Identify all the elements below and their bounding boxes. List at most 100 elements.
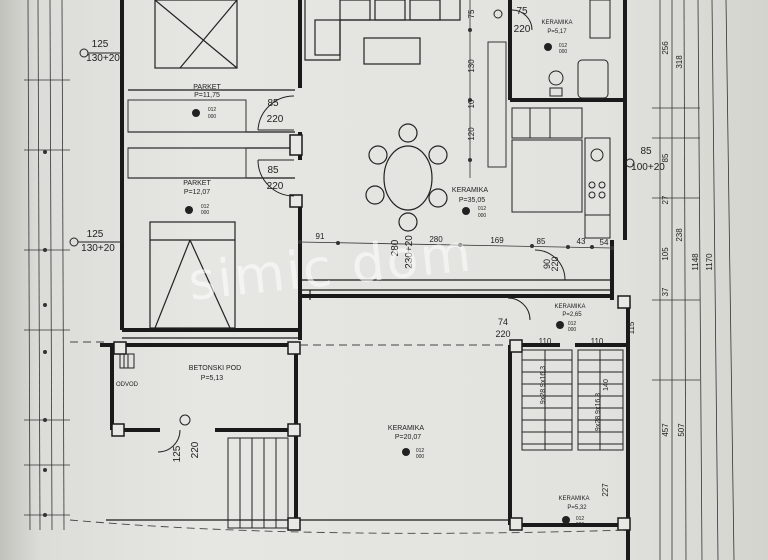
window4-height: 220 (190, 441, 201, 458)
right-dimension-lines (652, 0, 735, 560)
dim-stair-1: 110 (539, 337, 552, 346)
dim-r-13: 227 (601, 483, 610, 497)
bedroom2-area: P=12,07 (184, 189, 210, 196)
stair-run2-label: 9x28 9x16,3 (595, 393, 602, 431)
door-swings (157, 9, 566, 453)
floor-symbols (185, 43, 570, 524)
living-area: P=35,05 (459, 197, 485, 204)
dim-r-4: 27 (661, 195, 670, 204)
kitchen (511, 107, 611, 239)
dim-h-5: 43 (577, 237, 586, 246)
bathroom-code-bottom: 000 (559, 49, 568, 55)
bedroom1-floor: PARKET (193, 84, 221, 91)
hall-area: P=2,65 (562, 312, 582, 318)
dining-table (365, 123, 448, 232)
dim-v-inner-2: 130 (467, 59, 476, 73)
opening1-height: 230+20 (404, 235, 415, 269)
drain-grate (119, 353, 135, 369)
dimension-dots (298, 28, 614, 250)
dashed-outline (69, 341, 629, 534)
dim-v-inner-4: 10 (467, 99, 476, 108)
door5-height: 220 (495, 329, 510, 339)
door1-width: 85 (267, 98, 279, 109)
door4-width: 90 (542, 259, 552, 269)
dim-v-inner-1: 75 (467, 9, 476, 18)
odvod-label: ODVOD (116, 382, 139, 388)
dim-r-9: 37 (661, 287, 670, 296)
entry-code-bottom: 000 (416, 454, 425, 460)
door5-width: 74 (498, 317, 508, 327)
bed-bottom (149, 221, 236, 329)
window2-width: 125 (87, 229, 104, 240)
dim-r-2: 318 (675, 55, 684, 69)
window-markers (69, 9, 635, 426)
window1-height: 130+20 (86, 53, 120, 64)
bedroom1-code-top: 012 (208, 107, 217, 113)
dim-r-5: 105 (661, 247, 670, 261)
stair-room-code-bottom: 000 (576, 522, 585, 528)
sofa (304, 0, 461, 65)
entry-code-top: 012 (416, 448, 425, 454)
dim-r-11: 457 (661, 423, 670, 437)
window3-height: 100+20 (631, 162, 665, 173)
dim-r-7: 1148 (691, 253, 700, 271)
columns (111, 134, 631, 531)
wardrobes (127, 99, 247, 179)
entry-floor: KERAMIKA (388, 425, 425, 432)
dim-h-2: 280 (429, 235, 443, 244)
dim-r-1: 256 (661, 41, 670, 55)
living-floor: KERAMIKA (452, 187, 489, 194)
entry-area: P=20,07 (395, 434, 421, 441)
window1-width: 125 (92, 39, 109, 50)
bathroom-code-top: 012 (559, 43, 568, 49)
bathroom-floor: KERAMIKA (541, 20, 572, 26)
dim-v-inner-3: 120 (467, 127, 476, 141)
dim-r-12: 507 (677, 423, 686, 437)
dim-r-10: 115 (627, 321, 636, 334)
dim-h-3: 169 (490, 236, 504, 245)
door3-width: 75 (516, 6, 528, 17)
dim-r-3: 85 (661, 153, 670, 162)
stair-run1-label: 9x28 9x16,3 (540, 366, 547, 404)
terrace-floor: BETONSKI POD (189, 365, 241, 372)
stair-room-floor: KERAMIKA (558, 496, 589, 502)
plan-dimension-lines (299, 0, 613, 249)
dim-h-6: 54 (600, 238, 609, 247)
dim-h-1: 91 (316, 232, 325, 241)
bedroom2-floor: PARKET (183, 180, 211, 187)
entry-steps (227, 437, 289, 529)
dim-stair-2: 110 (591, 337, 604, 346)
dim-r-8: 1170 (705, 253, 714, 271)
door2-width: 85 (267, 165, 279, 176)
hall-floor: KERAMIKA (554, 304, 585, 310)
window3-width: 85 (640, 146, 652, 157)
left-dimension-ticks (43, 150, 47, 517)
door2-height: 220 (267, 181, 284, 192)
living-code-bottom: 000 (478, 213, 487, 219)
dim-r-6: 238 (675, 228, 684, 242)
stairs (521, 349, 624, 451)
hall-code-bottom: 000 (568, 327, 577, 333)
bedroom1-code-bottom: 000 (208, 114, 217, 120)
bedroom1-area: P=11,75 (194, 92, 220, 99)
stair-140-label: 140 (603, 379, 610, 391)
dim-h-4: 85 (537, 237, 546, 246)
bedroom2-code-top: 012 (201, 204, 210, 210)
tv-cabinet (487, 41, 507, 168)
bed-top (154, 0, 238, 69)
bathroom-area: P=5,17 (547, 29, 567, 35)
door1-height: 220 (267, 114, 284, 125)
living-code-top: 012 (478, 206, 487, 212)
bedroom2-code-bottom: 000 (201, 210, 210, 216)
door4-height: 220 (550, 256, 560, 271)
terrace-area: P=5,13 (201, 375, 223, 382)
window2-height: 130+20 (81, 243, 115, 254)
window4-width: 125 (172, 445, 183, 462)
opening1-width: 280 (390, 239, 401, 256)
hall-code-top: 012 (568, 321, 577, 327)
door3-height: 220 (514, 24, 531, 35)
bathroom-fixtures (548, 0, 611, 99)
stair-room-code-top: 012 (576, 516, 585, 522)
